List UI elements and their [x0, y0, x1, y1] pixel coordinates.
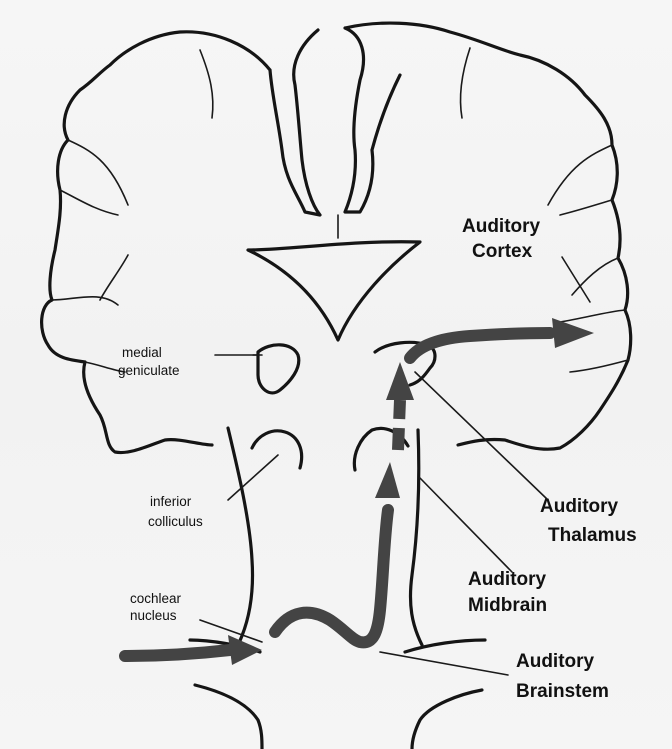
- left-sulcus-1: [200, 50, 213, 118]
- cortex-pathway: [410, 333, 550, 358]
- ventricle: [248, 242, 420, 340]
- brainstem-pathway: [275, 510, 388, 642]
- right-sulcus-6: [570, 360, 628, 372]
- leader-midbrain: [420, 478, 512, 572]
- right-sulcus-2: [548, 145, 612, 205]
- thalamus-pathway: [398, 400, 400, 450]
- thalamus-arrowhead: [386, 362, 414, 400]
- leader-thalamus: [415, 372, 548, 500]
- label-auditory-cortex: Auditory Cortex: [462, 216, 545, 262]
- label-inferior-colliculus: inferior colliculus: [148, 494, 203, 529]
- midbrain-arrowhead: [375, 462, 400, 498]
- inferior-colliculus-left: [252, 431, 302, 468]
- right-sulcus-5: [560, 310, 625, 322]
- label-auditory-brainstem: Auditory Brainstem: [516, 651, 609, 702]
- left-sulcus-6: [100, 255, 128, 300]
- label-auditory-thalamus: Auditory Thalamus: [540, 496, 637, 546]
- label-cochlear-nucleus: cochlear nucleus: [130, 591, 185, 623]
- cortex-arrowhead: [552, 318, 594, 348]
- label-medial-geniculate: medial geniculate: [118, 345, 180, 378]
- brainstem-right-wall: [410, 430, 422, 645]
- medial-geniculate-left: [258, 345, 299, 393]
- lower-right-lobe: [405, 640, 485, 652]
- right-sulcus-4: [572, 258, 618, 295]
- left-sulcus-3: [60, 190, 118, 215]
- left-sulcus-4: [52, 297, 118, 305]
- right-sulcus-1: [460, 48, 470, 118]
- cochlear-input-arrow-shaft: [125, 650, 230, 656]
- label-auditory-midbrain: Auditory Midbrain: [468, 569, 551, 616]
- pons-right: [412, 690, 482, 749]
- leader-brainstem: [380, 652, 508, 675]
- pons-left: [195, 685, 262, 749]
- left-hemisphere-outline: [42, 30, 320, 453]
- brainstem-left-wall: [228, 428, 252, 645]
- left-sulcus-2: [68, 140, 128, 205]
- right-sulcus-3: [560, 200, 612, 215]
